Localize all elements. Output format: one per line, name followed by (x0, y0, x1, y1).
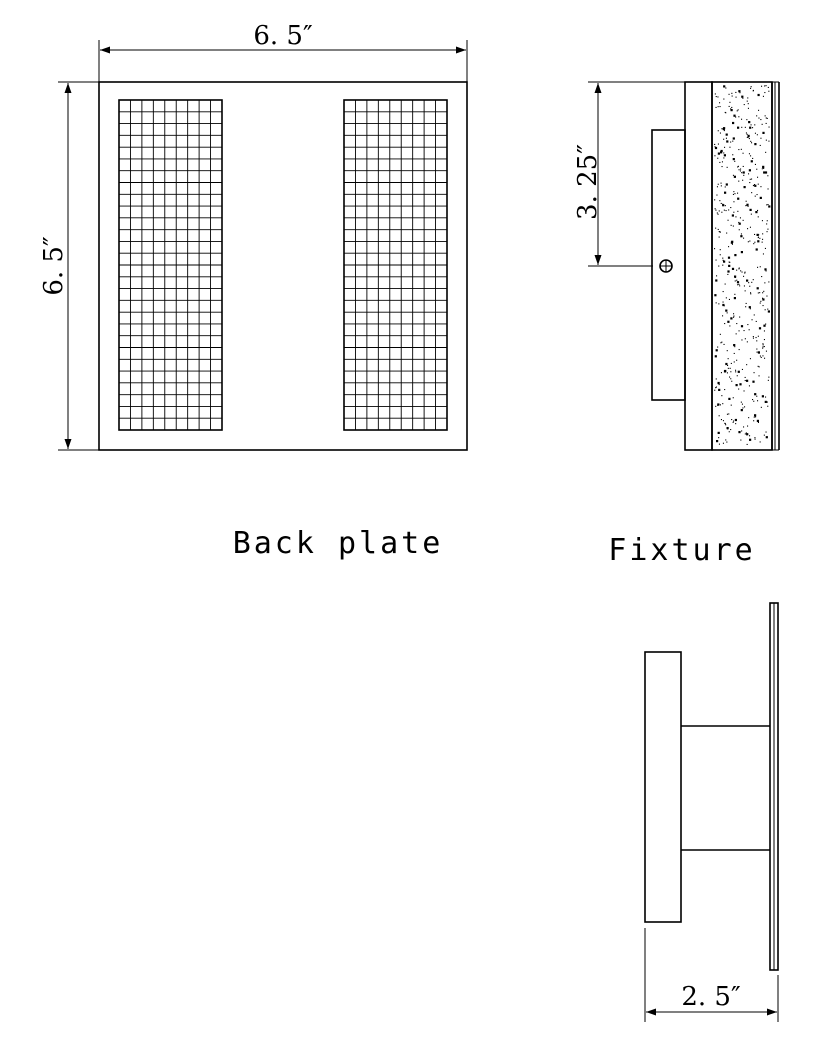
back-plate-label: Back plate (233, 526, 444, 561)
back-plate-outline (98, 81, 468, 451)
top-view-cap (644, 651, 682, 923)
fixture-top-view: 2. 5″ (644, 602, 779, 1022)
back-plate-view: 6. 5″ 6. 5″ (39, 21, 468, 451)
screw-icon (659, 259, 673, 273)
height-dimension-label: 6. 5″ (39, 236, 69, 296)
back-plate-grid-right (343, 99, 448, 431)
mount-height-label: 3. 25″ (573, 144, 603, 220)
fixture-side-view: 3. 25″ (573, 81, 780, 451)
depth-dimension-label: 2. 5″ (681, 982, 741, 1012)
diffuser-panel (711, 81, 773, 451)
mounting-bracket (651, 129, 686, 401)
diffuser-speckle-texture (714, 85, 771, 445)
fixture-backplate-edge (684, 81, 713, 451)
back-plate-grid-left (118, 99, 223, 431)
width-dimension-label: 6. 5″ (253, 21, 313, 51)
fixture-label: Fixture (608, 533, 755, 568)
